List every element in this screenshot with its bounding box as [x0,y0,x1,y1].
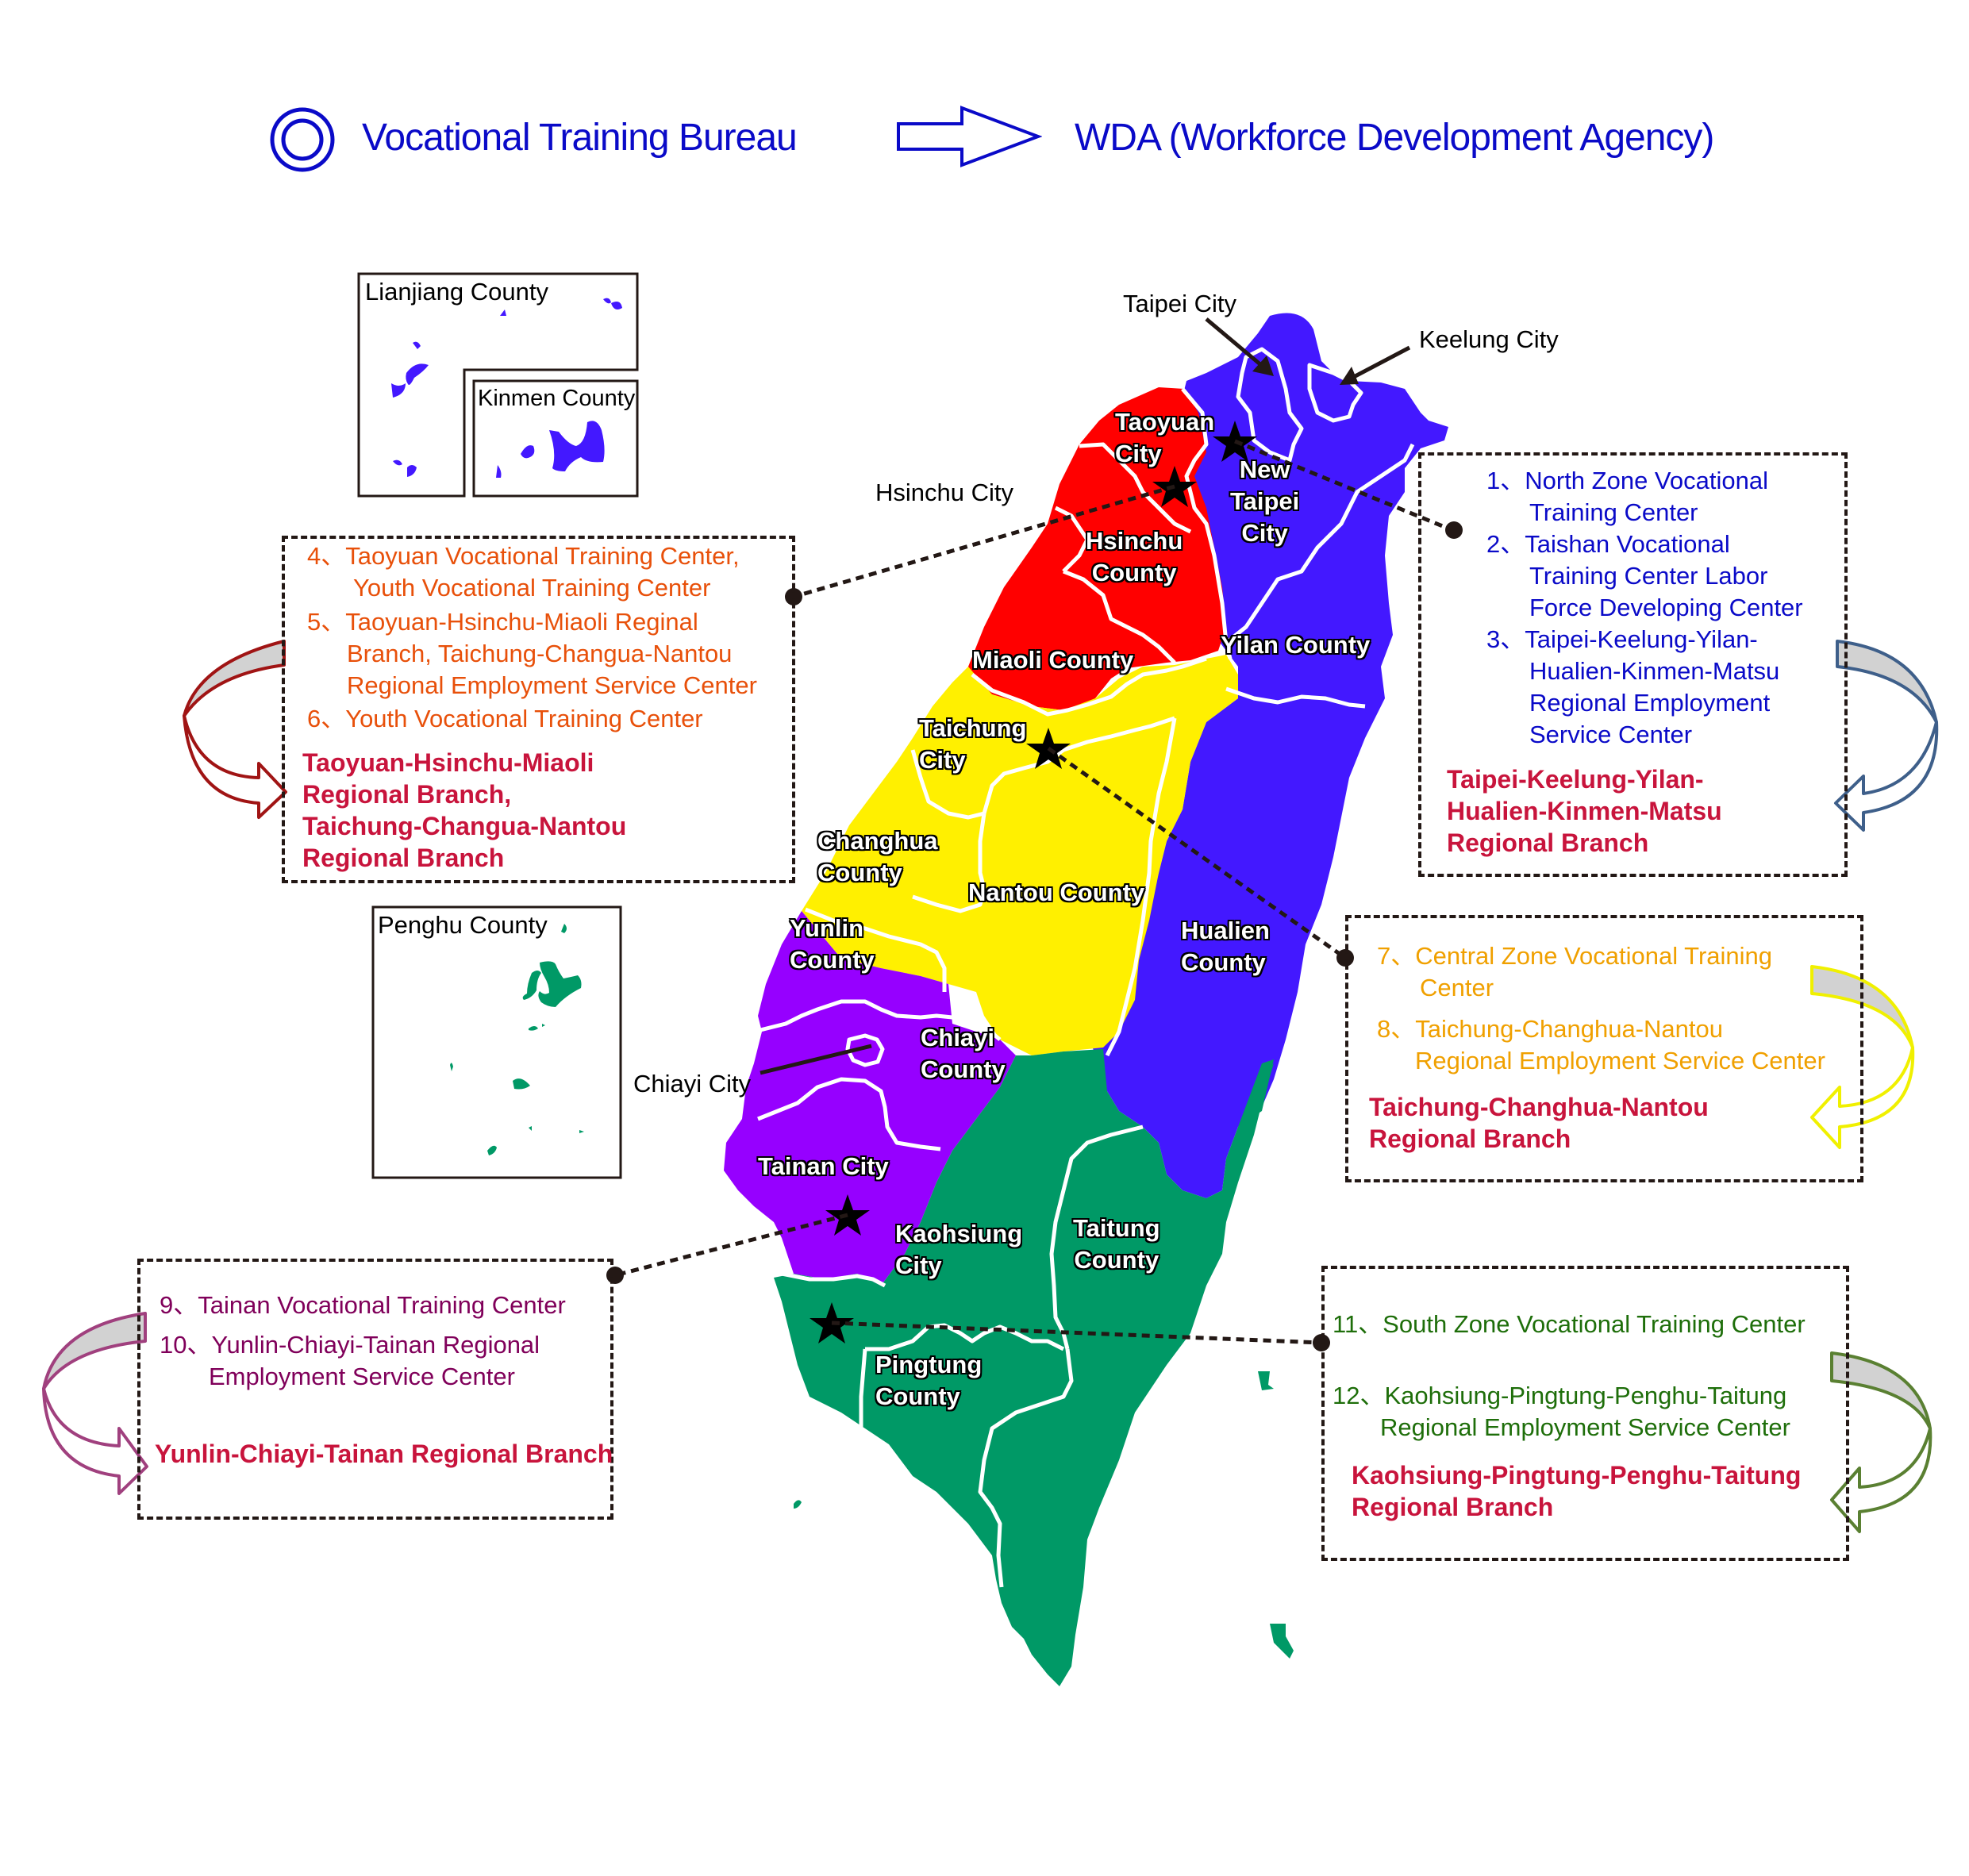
lianjiang-islands [391,298,622,477]
leader-lines [614,439,1453,1345]
callout-label-chiayi-city: Chiayi City [633,1070,752,1098]
double-circle-icon [270,107,335,172]
item-11: 11、South Zone Vocational Training Center [1333,1310,1806,1338]
callout-label-hsinchu-city: Hsinchu City [875,479,1013,506]
item-3: 3、Taipei-Keelung-Yilan-Hualien-Kinmen-Ma… [1486,625,1780,748]
south-zone [774,1049,1274,1686]
curved-arrow-south [1830,1351,1932,1533]
region-label-nantou-county: Nantou County [968,878,1145,906]
curved-arrow-central [1810,965,1915,1149]
arrowhead-icon [1340,367,1359,385]
curved-arrow-tainan [42,1312,148,1495]
callout-label-taipei-city: Taipei City [1123,290,1236,317]
central-zone [802,655,1238,1055]
curved-arrow-taoyuan [183,640,287,819]
penghu-inset-frame [371,905,622,1179]
legend-to-label: WDA (Workforce Development Agency) [1075,117,1714,159]
inset-label-kinmen: Kinmen County [478,386,636,411]
orchid-island [1270,1624,1294,1659]
liuqiu-island [794,1500,802,1509]
south-zone-coast [1238,1059,1274,1127]
branch-name-north: Taipei-Keelung-Yilan-Hualien-Kinmen-Mats… [1447,765,1722,857]
taoyuan-hsinchu-miaoli-zone [968,387,1226,710]
branch-name-tainan: Yunlin-Chiayi-Tainan Regional Branch [155,1440,613,1468]
region-label-tainan-city: Tainan City [758,1152,889,1180]
callout-label-keelung-city: Keelung City [1419,325,1559,353]
county-borders [753,347,1415,1588]
region-label-miaoli-county: Miaoli County [972,646,1134,674]
kinmen-islands [496,421,605,478]
yunlin-chiayi-tainan-zone [724,911,1016,1286]
penghu-islands [450,924,584,1155]
north-zone [1087,313,1448,1198]
item-9: 9、Tainan Vocational Training Center [160,1291,566,1319]
info-box-tainan: 9、Tainan Vocational Training Center 10、Y… [137,1259,613,1520]
info-box-taoyuan: 4、Taoyuan Vocational Training Center,You… [282,536,795,883]
lianjiang-inset-frame [357,272,639,498]
outline-right-arrow-icon [897,106,1042,167]
curved-arrow-north [1834,640,1939,832]
arrowhead-icon [1252,356,1274,376]
green-island [1258,1371,1274,1390]
info-box-south: 11、South Zone Vocational Training Center… [1321,1266,1849,1561]
inset-label-lianjiang: Lianjiang County [365,278,548,306]
item-4: 4、Taoyuan Vocational Training Center,You… [307,542,740,602]
callout-pointers [760,317,1411,1075]
inset-label-penghu: Penghu County [378,911,548,939]
legend-from-label: Vocational Training Bureau [362,117,798,159]
item-6: 6、Youth Vocational Training Center [307,705,703,732]
region-label-yilan-county: Yilan County [1221,631,1371,659]
